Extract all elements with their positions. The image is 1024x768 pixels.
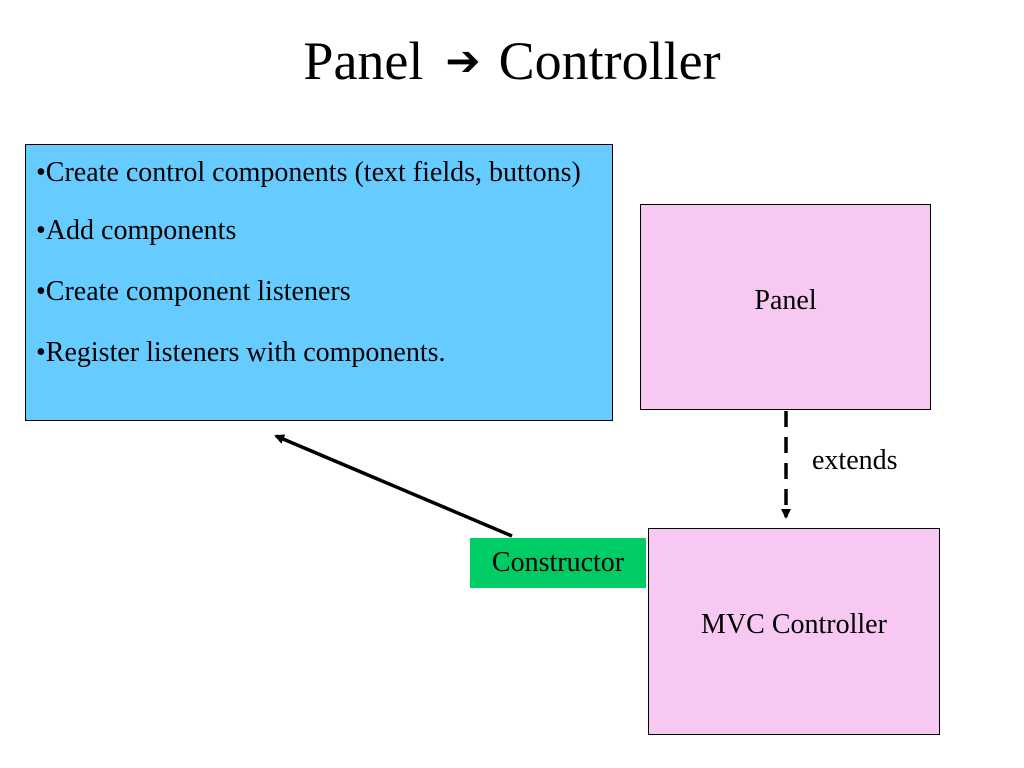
panel-class-label: Panel (754, 285, 817, 316)
slide-title: Panel ➔ Controller (0, 31, 1024, 91)
responsibility-create-components: •Create control components (text fields,… (36, 157, 581, 188)
mvc-controller-class-label: MVC Controller (701, 609, 887, 640)
responsibility-add-components: •Add components (36, 215, 237, 246)
constructor-tag-label: Constructor (491, 547, 625, 578)
responsibility-create-listeners: •Create component listeners (36, 276, 351, 307)
title-panel-text: Panel (303, 31, 424, 91)
constructor-tag: Constructor (470, 538, 646, 588)
title-controller-text: Controller (498, 31, 721, 91)
responsibilities-list: •Create control components (text fields,… (36, 155, 604, 371)
panel-class-box: Panel (640, 204, 931, 410)
mvc-controller-class-box: MVC Controller (648, 528, 940, 735)
constructor-to-responsibilities-arrow (274, 434, 513, 538)
right-arrow-icon: ➔ (445, 36, 481, 85)
responsibility-register-listeners: •Register listeners with components. (36, 337, 446, 368)
extends-label: extends (812, 445, 898, 476)
responsibilities-box: •Create control components (text fields,… (25, 144, 613, 421)
